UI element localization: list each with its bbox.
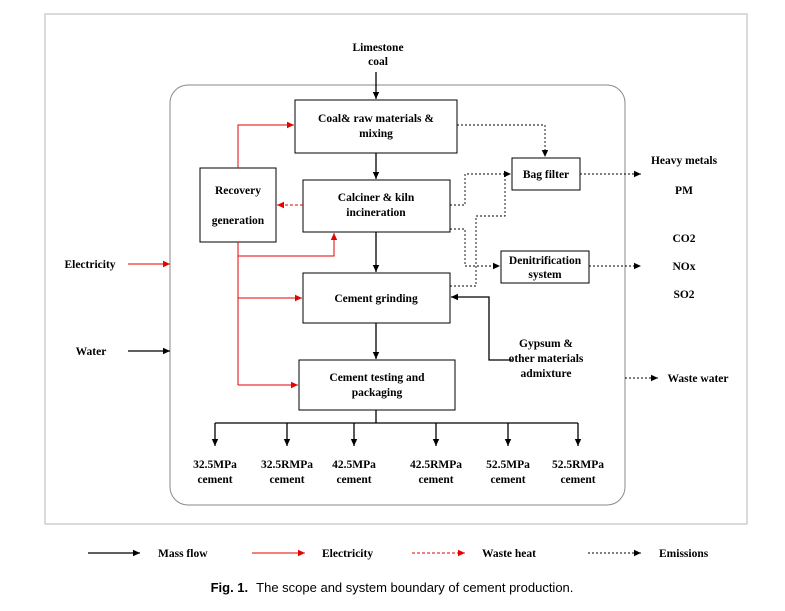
recovery-box-line1: Recovery [215, 185, 261, 197]
product-grade: 42.5RMPa [410, 459, 462, 471]
legend-mass-flow-label: Mass flow [158, 548, 208, 560]
cement-grinding-box: Cement grinding [302, 272, 451, 324]
figure-caption: Fig. 1. The scope and system boundary of… [211, 579, 574, 596]
coal-label: coal [368, 56, 388, 68]
system-boundary [169, 84, 626, 506]
legend: Mass flow Electricity Waste heat Emissio… [88, 548, 709, 560]
heavy-metals-label: Heavy metals [651, 155, 718, 167]
so2-label: SO2 [673, 289, 694, 301]
gypsum-label-line3: admixture [521, 368, 572, 380]
electricity-input-label: Electricity [64, 259, 115, 271]
denitrification-line1: Denitrification [509, 255, 582, 267]
calciner-kiln-box: Calciner & kiln incineration [302, 179, 451, 233]
figure-frame [44, 13, 748, 525]
coal-box-line1: Coal& raw materials & [318, 113, 434, 125]
emission-arrows [450, 124, 658, 382]
recovery-box-line2: generation [212, 215, 265, 227]
product-labels: 32.5MPa cement 32.5RMPa cement 42.5MPa c… [193, 459, 604, 486]
coal-box-line2: mixing [359, 128, 393, 140]
pm-label: PM [675, 185, 693, 197]
caption-label: Fig. 1. [211, 580, 249, 595]
product-unit: cement [490, 474, 525, 486]
cement-testing-box: Cement testing and packaging [298, 359, 456, 411]
product-grade: 42.5MPa [332, 459, 376, 471]
product-grade: 32.5MPa [193, 459, 237, 471]
product-unit: cement [197, 474, 232, 486]
co2-label: CO2 [673, 233, 696, 245]
calciner-box-line2: incineration [346, 207, 406, 219]
product-unit: cement [418, 474, 453, 486]
calciner-box-line1: Calciner & kiln [338, 192, 415, 204]
bag-filter-label: Bag filter [523, 169, 569, 181]
product-grade: 52.5MPa [486, 459, 530, 471]
gypsum-label-line2: other materials [509, 353, 584, 365]
product-unit: cement [560, 474, 595, 486]
waste-water-label: Waste water [668, 373, 729, 385]
mass-flow-arrows [128, 72, 582, 446]
limestone-label: Limestone [352, 42, 403, 54]
denitrification-box: Denitrification system [500, 250, 590, 284]
recovery-generation-box: Recovery generation [199, 167, 277, 243]
grinding-box-label: Cement grinding [334, 293, 418, 305]
nox-label: NOx [673, 261, 696, 273]
denitrification-line2: system [528, 269, 562, 281]
electricity-arrows [128, 121, 338, 389]
product-grade: 32.5RMPa [261, 459, 313, 471]
product-unit: cement [269, 474, 304, 486]
legend-emissions-label: Emissions [659, 548, 709, 560]
bag-filter-box: Bag filter [511, 157, 581, 191]
water-input-label: Water [76, 346, 107, 358]
gypsum-label-line1: Gypsum & [519, 338, 573, 350]
legend-waste-heat-label: Waste heat [482, 548, 536, 560]
product-grade: 52.5RMPa [552, 459, 604, 471]
coal-raw-materials-box: Coal& raw materials & mixing [294, 99, 458, 154]
testing-box-line2: packaging [352, 387, 403, 399]
testing-box-line1: Cement testing and [329, 372, 425, 384]
caption-text: The scope and system boundary of cement … [256, 580, 573, 595]
product-unit: cement [336, 474, 371, 486]
legend-electricity-label: Electricity [322, 548, 373, 560]
